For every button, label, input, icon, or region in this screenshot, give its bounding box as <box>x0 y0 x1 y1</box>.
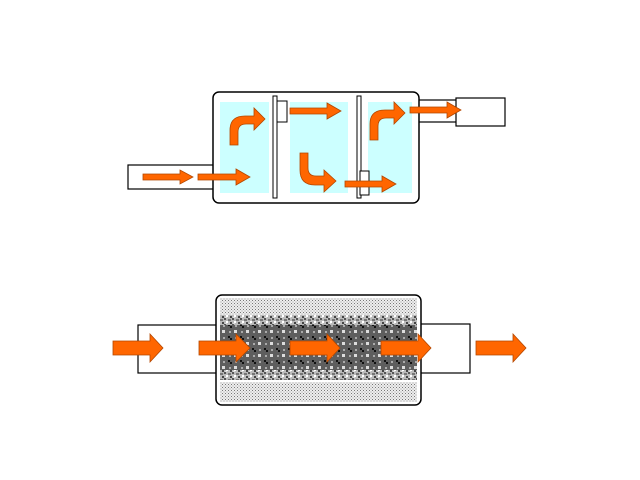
packing-outer-top <box>220 298 417 315</box>
tailpipe-box <box>455 97 506 127</box>
flow-arrow <box>344 175 397 193</box>
curved-flow-arrow <box>369 101 406 141</box>
flow-arrow <box>197 168 251 186</box>
absorptive-muffler <box>112 294 527 406</box>
packing-rough-bottom <box>220 370 417 380</box>
reactive-muffler <box>127 91 506 204</box>
flow-arrow <box>198 333 251 363</box>
flow-arrow <box>380 332 432 364</box>
baffle-2 <box>356 95 362 199</box>
flow-arrow <box>409 101 462 119</box>
flow-arrow <box>142 169 194 185</box>
packing-rough-top <box>220 315 417 325</box>
flow-arrow <box>475 332 527 364</box>
curved-flow-arrow <box>299 152 337 193</box>
baffle-1-tube <box>276 100 288 123</box>
baffle-1 <box>272 95 278 199</box>
packing-outer-bottom <box>220 382 417 402</box>
curved-flow-arrow <box>229 107 266 146</box>
flow-arrow <box>289 332 341 364</box>
flow-arrow <box>289 102 342 120</box>
flow-arrow <box>112 332 164 364</box>
